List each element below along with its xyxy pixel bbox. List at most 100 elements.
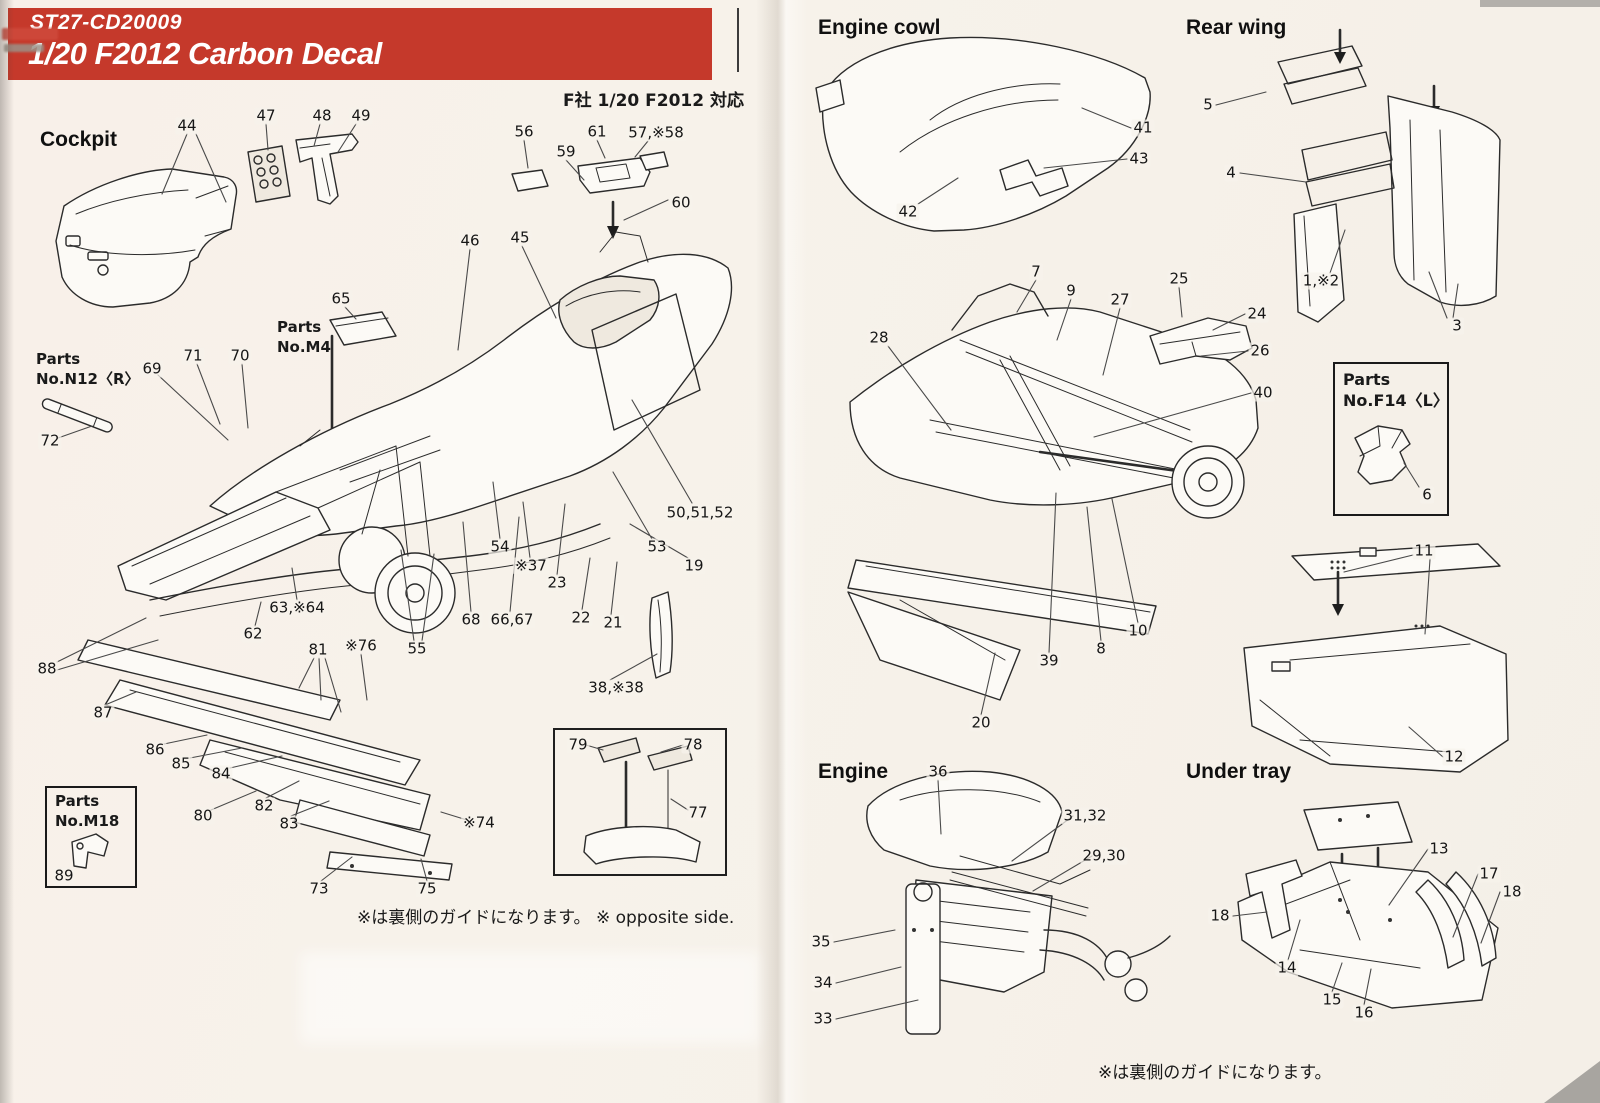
part-callout-39: 39 (1037, 651, 1061, 670)
part-callout-23: 23 (545, 573, 569, 592)
engine-cowl-art (815, 36, 1151, 232)
part-callout-29-30: 29,30 (1080, 846, 1128, 865)
part-callout-10: 10 (1126, 621, 1150, 640)
part-callout-82: 82 (252, 796, 276, 815)
part-callout-18: 18 (1208, 906, 1232, 925)
part-callout-80: 80 (191, 806, 215, 825)
part-callout-57-58: 57,※58 (626, 123, 686, 142)
part-callout-19: 19 (682, 556, 706, 575)
part-callout-81: 81 (306, 640, 330, 659)
part-callout-55: 55 (405, 639, 429, 658)
engine-block-art (866, 770, 1171, 1035)
part-callout-41: 41 (1131, 118, 1155, 137)
gearbox-suspension-art (847, 283, 1259, 701)
part-callout-87: 87 (91, 703, 115, 722)
part-callout-1-2: 1,※2 (1300, 271, 1342, 290)
part-callout-8: 8 (1094, 639, 1108, 658)
part-callout-18: 18 (1500, 882, 1524, 901)
top-small-parts-art (511, 151, 669, 239)
compatibility-note: F社 1/20 F2012 対応 (563, 91, 744, 111)
part-callout-61: 61 (585, 122, 609, 141)
part-callout-48: 48 (310, 106, 334, 125)
part-callout-78: 78 (681, 735, 705, 754)
footnote-left: ※は裏側のガイドになります。 ※ opposite side. (357, 908, 735, 928)
part-callout-31-32: 31,32 (1061, 806, 1109, 825)
part-callout-11: 11 (1412, 541, 1436, 560)
part-callout-28: 28 (867, 328, 891, 347)
parts-box-f14: Parts No.F14〈L〉 (1333, 362, 1449, 516)
section-heading-under-tray: Under tray (1186, 760, 1292, 783)
part-callout-53: 53 (645, 537, 669, 556)
part-callout-46: 46 (458, 231, 482, 250)
part-callout-17: 17 (1477, 864, 1501, 883)
part-callout-88: 88 (35, 659, 59, 678)
part-callout-14: 14 (1275, 958, 1299, 977)
winglet-detail-box (553, 728, 727, 876)
floor-panels-art (77, 639, 453, 881)
part-callout-4: 4 (1224, 163, 1238, 182)
part-callout-85: 85 (169, 754, 193, 773)
part-callout-36: 36 (926, 762, 950, 781)
section-heading-cockpit: Cockpit (40, 128, 118, 151)
leader-lines-right (833, 91, 1501, 1020)
part-callout-43: 43 (1127, 149, 1151, 168)
part-callout-72: 72 (38, 431, 62, 450)
part-callout-5: 5 (1201, 95, 1215, 114)
part-callout-60: 60 (669, 193, 693, 212)
part-callout-86: 86 (143, 740, 167, 759)
header-banner: ST27-CD20009 1/20 F2012 Carbon Decal (8, 8, 712, 80)
part-callout-21: 21 (601, 613, 625, 632)
parts-label-m18-line1: Parts (55, 792, 100, 810)
part-callout-73: 73 (307, 879, 331, 898)
part-callout-54: 54 (488, 537, 512, 556)
watermark-mark (2, 28, 58, 40)
sheet-title: 1/20 F2012 Carbon Decal (28, 36, 382, 71)
part-callout-12: 12 (1442, 747, 1466, 766)
part-callout-35: 35 (809, 932, 833, 951)
page-edge-line (737, 8, 739, 72)
under-tray-bottom-art (1237, 801, 1499, 1009)
part-callout-22: 22 (569, 608, 593, 627)
part-callout-84: 84 (209, 764, 233, 783)
part-callout-56: 56 (512, 122, 536, 141)
m18-part-art (71, 833, 109, 869)
parts-label-n12-line2: No.N12〈R〉 (36, 369, 140, 388)
part-callout-42: 42 (896, 202, 920, 221)
rear-wing-art (1277, 28, 1501, 323)
part-callout-45: 45 (508, 228, 532, 247)
part-callout-26: 26 (1248, 341, 1272, 360)
part-callout-40: 40 (1251, 383, 1275, 402)
part-callout-89: 89 (52, 866, 76, 885)
part-callout-62: 62 (241, 624, 265, 643)
part-callout-25: 25 (1167, 269, 1191, 288)
part-callout-47: 47 (254, 106, 278, 125)
part-callout-33: 33 (811, 1009, 835, 1028)
parts-label-f14-line2: No.F14〈L〉 (1343, 390, 1449, 410)
part-callout-68: 68 (459, 610, 483, 629)
part-callout-9: 9 (1064, 281, 1078, 300)
section-heading-rear-wing: Rear wing (1186, 16, 1287, 39)
under-tray-upper-art (1243, 543, 1509, 773)
parts-label-m4-line1: Parts (277, 318, 322, 336)
part-callout-65: 65 (329, 289, 353, 308)
part-callout-7: 7 (1029, 262, 1043, 281)
part-callout-75: 75 (415, 879, 439, 898)
main-body-art (117, 231, 733, 634)
dash-panel-art (247, 133, 359, 205)
parts-label-m4-line2: No.M4 (277, 337, 331, 356)
part-callout-15: 15 (1320, 990, 1344, 1009)
part-callout-13: 13 (1427, 839, 1451, 858)
part-callout-16: 16 (1352, 1003, 1376, 1022)
section-heading-engine: Engine (818, 760, 889, 783)
watermark-sub (4, 44, 44, 52)
part-callout-3: 3 (1450, 316, 1464, 335)
part-callout-20: 20 (969, 713, 993, 732)
parts-label-n12-line1: Parts (36, 350, 81, 368)
part-callout-71: 71 (181, 346, 205, 365)
part-callout-74: ※74 (461, 813, 497, 832)
parts-label-f14-line1: Parts (1343, 370, 1391, 389)
part-callout-77: 77 (686, 803, 710, 822)
parts-label-f14: Parts No.F14〈L〉 (1343, 370, 1449, 412)
part-callout-27: 27 (1108, 290, 1132, 309)
